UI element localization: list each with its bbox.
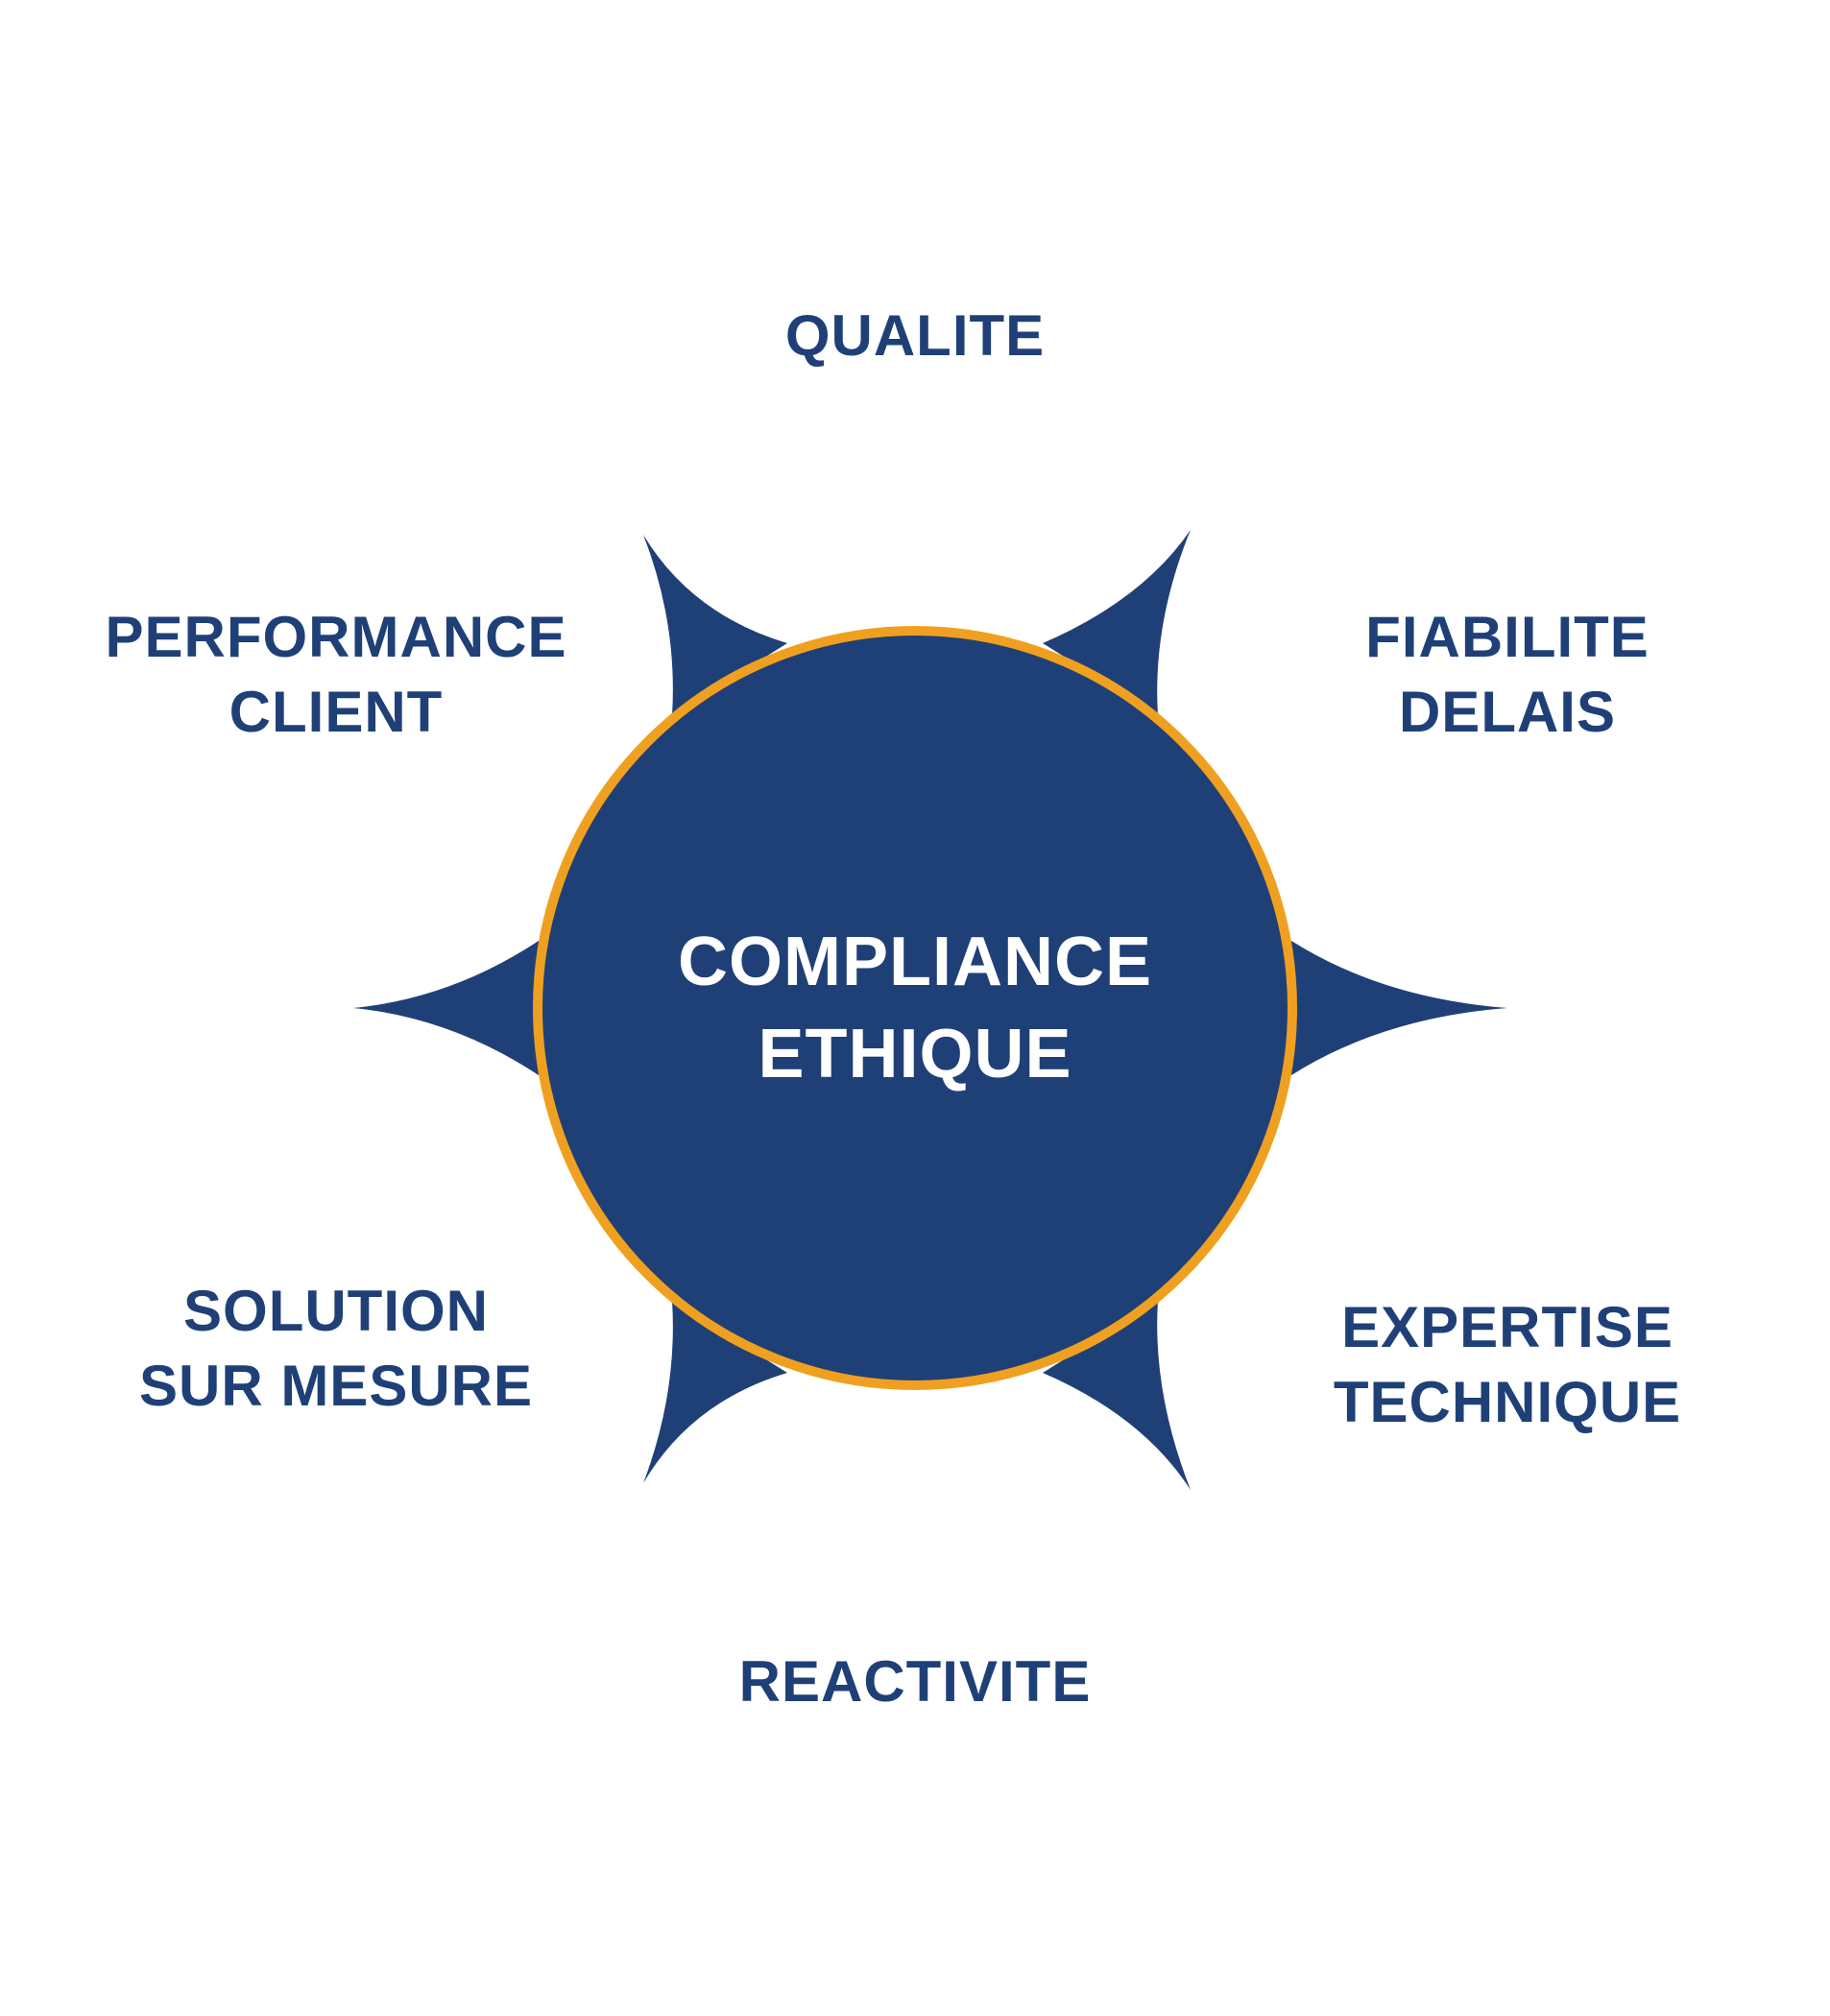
label-bottom-left: SOLUTION SUR MESURE — [139, 1274, 533, 1424]
label-top-left-line-2: CLIENT — [229, 680, 444, 744]
spike-left — [353, 941, 539, 1075]
label-top-left: PERFORMANCE CLIENT — [105, 600, 566, 750]
label-bottom-left-line-1: SOLUTION — [183, 1279, 489, 1343]
label-bottom-line-1: REACTIVITE — [738, 1649, 1092, 1714]
label-top: QUALITE — [785, 299, 1045, 373]
spike-top-right — [1043, 530, 1191, 715]
label-top-right-line-1: FIABILITE — [1365, 605, 1649, 669]
spike-top-left — [643, 535, 787, 715]
spike-bottom-right — [1043, 1301, 1191, 1490]
center-label-line-2: ETHIQUE — [758, 1016, 1072, 1092]
spike-bottom-left — [643, 1301, 787, 1483]
label-bottom: REACTIVITE — [739, 1644, 1092, 1719]
label-bottom-left-line-2: SUR MESURE — [138, 1354, 534, 1418]
center-circle — [533, 626, 1297, 1390]
label-top-left-line-1: PERFORMANCE — [105, 605, 567, 669]
label-top-right-line-2: DELAIS — [1398, 680, 1617, 744]
label-bottom-right: EXPERTISE TECHNIQUE — [1334, 1290, 1681, 1440]
label-top-line-1: QUALITE — [784, 303, 1046, 368]
spike-right — [1291, 941, 1507, 1075]
center-label: COMPLIANCE ETHIQUE — [678, 916, 1152, 1100]
center-label-line-1: COMPLIANCE — [678, 924, 1152, 1000]
label-top-right: FIABILITE DELAIS — [1365, 600, 1649, 750]
spike-group — [353, 530, 1507, 1490]
label-bottom-right-line-1: EXPERTISE — [1341, 1295, 1673, 1359]
label-bottom-right-line-2: TECHNIQUE — [1333, 1370, 1682, 1434]
